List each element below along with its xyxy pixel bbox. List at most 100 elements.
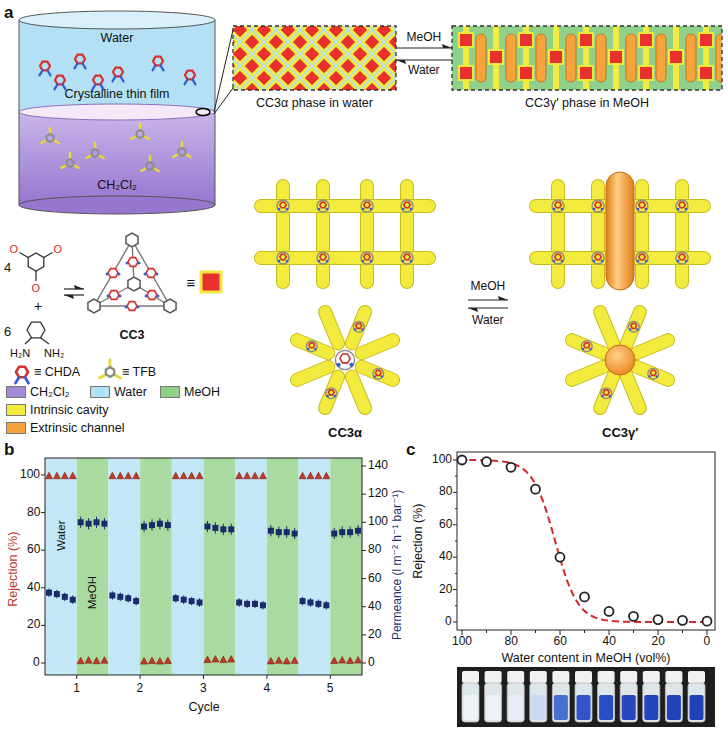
cage-unit [519, 33, 533, 47]
tick [362, 663, 366, 664]
cavity-rod [352, 312, 365, 343]
thin-film [19, 104, 215, 120]
beaker-bottom [19, 196, 215, 214]
data-point [703, 617, 712, 626]
nitrogen-atom [582, 348, 584, 350]
rejection-point [228, 656, 235, 663]
tick-label: 1 [73, 682, 80, 696]
plus-sign: + [34, 298, 42, 314]
rejection-point [204, 656, 211, 663]
nitrogen-atom [278, 208, 281, 211]
nitrogen-atom [381, 375, 383, 377]
tick [455, 573, 457, 574]
methanol-band [267, 458, 299, 675]
tick [362, 522, 366, 523]
amine-arm [193, 79, 196, 84]
permeance-point [276, 529, 282, 535]
cage-unit [267, 57, 285, 75]
tick [76, 675, 77, 679]
benzene-face [88, 299, 100, 313]
node-text: CH₂Cl₂ [97, 178, 137, 192]
amine-arm [83, 63, 86, 68]
permeance-point [236, 599, 242, 605]
rejection-point [133, 472, 140, 479]
vial-liquid [599, 695, 613, 720]
permeance-point [331, 531, 337, 537]
vial-cap [485, 671, 502, 683]
rejection-point [267, 657, 274, 664]
nitrogen-atom [645, 260, 648, 263]
cage-unit [279, 45, 297, 63]
amine-arm [161, 65, 164, 70]
cage-vertex [280, 254, 286, 260]
cavity-rod [325, 377, 338, 408]
cage-molecule [277, 200, 289, 212]
rejection-point [315, 472, 322, 479]
nitrogen-atom [636, 328, 638, 330]
cage-unit [699, 66, 713, 80]
permeance-point [101, 521, 107, 527]
leader-line [214, 30, 233, 112]
cage-unit [339, 33, 357, 51]
water-band [172, 458, 204, 675]
channel-rod [536, 34, 546, 82]
tick [41, 550, 45, 551]
arrow-label: MeOH [471, 280, 506, 294]
rejection-point [212, 656, 219, 663]
cage-unit [255, 45, 273, 63]
tick [455, 541, 457, 542]
permeance-point [94, 519, 100, 525]
nitrogen-atom [645, 208, 648, 211]
nitrogen-atom [601, 395, 603, 397]
vial-cap [507, 671, 524, 683]
tick-label: 5 [327, 682, 334, 696]
cage-symbol [201, 272, 221, 292]
cage-unit [351, 69, 369, 87]
permeance-point [109, 592, 115, 598]
data-point [605, 607, 614, 616]
vial-liquid [486, 695, 500, 720]
cage-unit [363, 57, 381, 75]
tick-label: 0 [445, 615, 452, 629]
cage-vertex [404, 202, 410, 208]
equilibrium-arrow [396, 47, 452, 48]
cavity-rod [261, 252, 429, 264]
nitrogen-atom [553, 208, 556, 211]
tick-label: 140 [368, 459, 388, 473]
vial [643, 683, 660, 722]
nitrogen-atom [326, 260, 329, 263]
nitrogen-atom [318, 260, 321, 263]
permeance-point [181, 597, 187, 603]
benzene-face [126, 233, 138, 247]
rejection-point [291, 657, 298, 664]
cage-molecule [628, 321, 639, 332]
cavity-rod [362, 367, 393, 380]
legend-text: MeOH [184, 385, 220, 399]
rejection-point [156, 658, 163, 665]
nitrogen-atom [361, 328, 363, 330]
permeance-point [252, 601, 258, 607]
thin-film-layer: Crystalline thin film [20, 86, 214, 120]
data-point [482, 457, 491, 466]
tick-label: 100 [432, 453, 452, 467]
rejection-point [323, 472, 330, 479]
cage-unit [315, 81, 333, 90]
water-layer [19, 20, 215, 112]
channel-rod [596, 34, 606, 82]
tick [41, 512, 45, 513]
cage-vertex [595, 202, 601, 208]
nitrogen-atom [601, 208, 604, 211]
nitrogen-atom [278, 260, 281, 263]
vial-liquid [667, 695, 681, 720]
cage-vertex [340, 354, 350, 363]
methanol-phase [452, 26, 722, 90]
permeance-point [62, 594, 68, 600]
permeance-point [157, 521, 163, 527]
nitrogen-atom [373, 375, 375, 377]
axis-title: Cycle [189, 700, 220, 714]
permeance-point [204, 524, 210, 530]
tick [633, 630, 634, 633]
rejection-point [93, 657, 100, 664]
cage-molecule [335, 350, 354, 369]
